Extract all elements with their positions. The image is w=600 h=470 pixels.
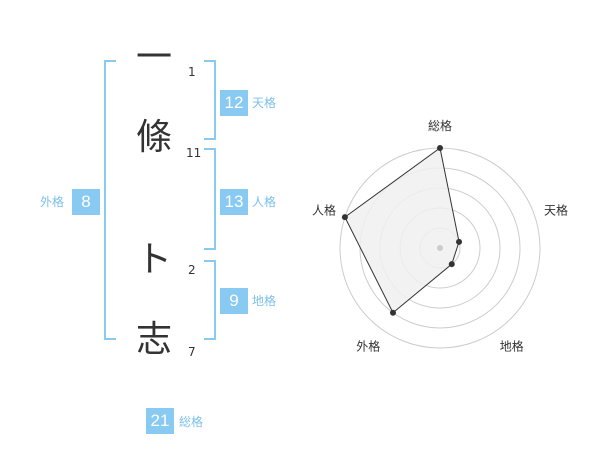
soukaku-value: 21 bbox=[146, 408, 174, 434]
stroke-count-2: 11 bbox=[186, 146, 202, 160]
jinkaku-value: 13 bbox=[220, 189, 248, 215]
radar-point-3 bbox=[448, 261, 455, 268]
radar-axis-label-5: 人格 bbox=[312, 202, 336, 217]
tenkaku-value: 12 bbox=[220, 90, 248, 116]
gaikaku-bracket bbox=[104, 60, 116, 340]
stroke-count-1: 1 bbox=[188, 65, 196, 79]
radar-center-dot bbox=[437, 245, 443, 251]
radar-point-2 bbox=[456, 238, 463, 245]
radar-series-area bbox=[344, 147, 460, 314]
gaikaku-label: 外格 bbox=[40, 195, 65, 209]
chikaku-bracket bbox=[204, 260, 216, 340]
soukaku-label: 総格 bbox=[179, 415, 204, 429]
name-char-4: 志 bbox=[135, 319, 172, 360]
gaikaku-value: 8 bbox=[72, 189, 100, 215]
chikaku-value: 9 bbox=[220, 288, 248, 314]
name-char-3: ト bbox=[135, 239, 172, 280]
radar-axis-label-2: 天格 bbox=[544, 202, 568, 217]
jinkaku-bracket bbox=[204, 148, 216, 250]
radar-point-4 bbox=[389, 309, 396, 316]
chikaku-label: 地格 bbox=[252, 294, 277, 308]
stroke-count-4: 7 bbox=[188, 345, 196, 359]
tenkaku-bracket bbox=[204, 60, 216, 140]
radar-axis-label-1: 総格 bbox=[428, 118, 452, 133]
radar-point-5 bbox=[341, 214, 348, 221]
radar-point-1 bbox=[437, 145, 443, 151]
radar-axis-label-3: 地格 bbox=[500, 339, 524, 354]
radar-axis-label-4: 外格 bbox=[356, 339, 380, 354]
name-char-1: 一 bbox=[135, 37, 172, 78]
name-char-2: 條 bbox=[135, 117, 172, 158]
jinkaku-label: 人格 bbox=[252, 195, 277, 209]
stroke-count-3: 2 bbox=[188, 263, 196, 277]
tenkaku-label: 天格 bbox=[252, 96, 277, 110]
